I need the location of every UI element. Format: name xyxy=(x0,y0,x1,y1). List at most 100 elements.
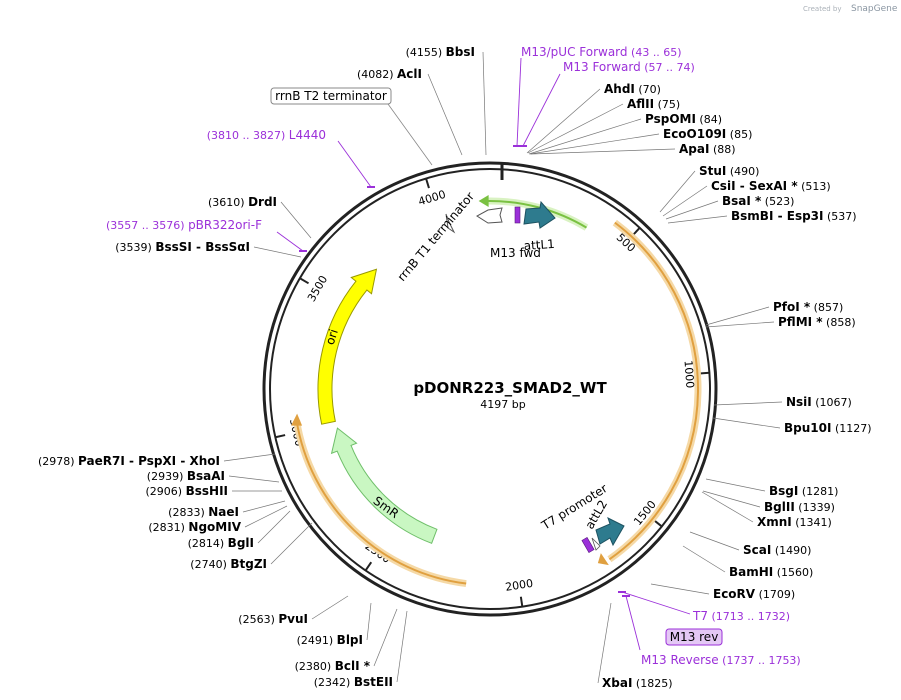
enzyme-name: PaeR7I xyxy=(78,454,125,468)
backbone-inner-ring xyxy=(269,168,711,610)
enzyme-leader-line xyxy=(705,478,766,492)
enzyme-label: ScaI (1490) xyxy=(743,543,811,557)
primer-range: (43 .. 65) xyxy=(628,46,682,59)
enzyme-leader-line xyxy=(529,133,660,155)
enzyme-leader-line xyxy=(244,505,288,528)
t7-promoter-arrow xyxy=(591,537,601,551)
rrnb-t2-label: rrnB T2 terminator xyxy=(275,89,387,103)
enzyme-position: (2563) xyxy=(238,613,278,626)
enzyme-leader-line xyxy=(527,103,624,154)
enzyme-name: NsiI xyxy=(786,395,812,409)
attl2-arrow xyxy=(595,517,625,547)
primer-name: T7 xyxy=(692,609,708,623)
scale-tick xyxy=(699,371,710,375)
enzyme-leader-line xyxy=(705,306,770,326)
primer-leader-line xyxy=(522,73,561,147)
enzyme-position: (3610) xyxy=(208,196,248,209)
m13-rev-label: M13 rev xyxy=(670,630,719,644)
enzyme-position: (84) xyxy=(696,113,722,126)
enzyme-label: (2831) NgoMIV xyxy=(148,520,241,534)
enzyme-name: AflII xyxy=(627,97,654,111)
enzyme-position: (70) xyxy=(635,83,661,96)
smr-feature xyxy=(330,427,438,544)
enzyme-leader-line xyxy=(228,475,280,483)
enzyme-name: BglII xyxy=(764,500,795,514)
enzyme-leader-line xyxy=(665,200,719,220)
enzyme-position: (1825) xyxy=(632,677,672,690)
primer-name: pBR322ori-F xyxy=(188,218,262,232)
enzyme-label: (4155) BbsI xyxy=(406,45,475,59)
enzyme-label: EcoRV (1709) xyxy=(713,587,795,601)
orange-arc-arrowhead xyxy=(597,553,609,566)
enzyme-position: (1709) xyxy=(755,588,795,601)
enzyme-label: (2978) PaeR7I - PspXI - XhoI xyxy=(38,454,220,468)
enzyme-name: NgoMIV xyxy=(188,520,241,534)
enzyme-name: BsaAI xyxy=(187,469,225,483)
enzyme-name: BbsI xyxy=(446,45,475,59)
enzyme-position: (75) xyxy=(654,98,680,111)
scale-tick xyxy=(275,434,286,439)
scale-tick xyxy=(425,178,430,189)
enzyme-name: XbaI xyxy=(602,676,632,690)
enzyme-leader-line xyxy=(662,185,708,217)
enzyme-name: AclI xyxy=(397,67,422,81)
enzyme-label: (2342) BstEII xyxy=(314,675,393,689)
primer-range: (57 .. 74) xyxy=(641,61,695,74)
enzyme-label: BsaI * (523) xyxy=(722,194,794,208)
enzyme-label: BsgI (1281) xyxy=(769,484,838,498)
enzyme-label: ApaI (88) xyxy=(679,142,736,156)
enzyme-name: PvuI xyxy=(278,612,308,626)
enzyme-name: - SexAI * xyxy=(736,179,799,193)
enzyme-label: BamHI (1560) xyxy=(729,565,813,579)
enzyme-leader-line xyxy=(280,201,312,239)
enzyme-position: (1341) xyxy=(792,516,832,529)
watermark-prefix: Created by xyxy=(803,5,842,13)
backbone-outer-ring xyxy=(262,161,718,617)
enzyme-label: XbaI (1825) xyxy=(602,676,672,690)
orange-arc2-arrowhead xyxy=(291,413,303,426)
enzyme-leader-line xyxy=(689,531,740,551)
primer-label: M13/pUC Forward (43 .. 65) xyxy=(521,45,682,59)
enzyme-name: BclI * xyxy=(335,659,371,673)
enzyme-name: PfoI * xyxy=(773,300,811,314)
enzyme-name: Bpu10I xyxy=(784,421,831,435)
enzyme-name: - XhoI xyxy=(176,454,220,468)
enzyme-leader-line xyxy=(702,490,761,508)
enzyme-name: StuI xyxy=(699,164,726,178)
enzyme-name: BssSI xyxy=(155,240,192,254)
primer-leader-line xyxy=(276,231,304,252)
plasmid-size: 4197 bp xyxy=(480,398,525,411)
m13-rev-label-box xyxy=(665,628,723,646)
enzyme-position: (85) xyxy=(726,128,752,141)
enzyme-leader-line xyxy=(257,510,291,544)
enzyme-name: ScaI xyxy=(743,543,771,557)
enzyme-label: XmnI (1341) xyxy=(757,515,832,529)
enzyme-leader-line xyxy=(712,417,781,429)
enzyme-name: NaeI xyxy=(208,505,239,519)
enzyme-position: (1067) xyxy=(812,396,852,409)
enzyme-name: - BssSαI xyxy=(192,240,250,254)
enzyme-name: EcoO109I xyxy=(663,127,726,141)
enzyme-leader-line xyxy=(682,545,726,573)
primer-leader-line xyxy=(625,595,641,651)
enzyme-name: ApaI xyxy=(679,142,709,156)
enzyme-label: Bpu10I (1127) xyxy=(784,421,872,435)
enzyme-label: PfoI * (857) xyxy=(773,300,843,314)
scale-tick xyxy=(519,596,524,607)
enzyme-label: AhdI (70) xyxy=(604,82,661,96)
enzyme-position: (2342) xyxy=(314,676,354,689)
primer-name: M13 Forward xyxy=(563,60,641,74)
watermark-brand: SnapGene xyxy=(851,4,898,14)
enzyme-leader-line xyxy=(713,401,783,406)
enzyme-name: BglI xyxy=(228,536,254,550)
enzyme-label: (2906) BssHII xyxy=(146,484,228,498)
primer-label: M13 Reverse (1737 .. 1753) xyxy=(641,653,801,667)
enzyme-label: EcoO109I (85) xyxy=(663,127,752,141)
enzyme-position: (1281) xyxy=(798,485,838,498)
enzyme-name: BssHII xyxy=(186,484,228,498)
t7-marker xyxy=(581,537,595,553)
enzyme-position: (513) xyxy=(798,180,831,193)
enzyme-position: (2906) xyxy=(146,485,186,498)
enzyme-name: AhdI xyxy=(604,82,635,96)
